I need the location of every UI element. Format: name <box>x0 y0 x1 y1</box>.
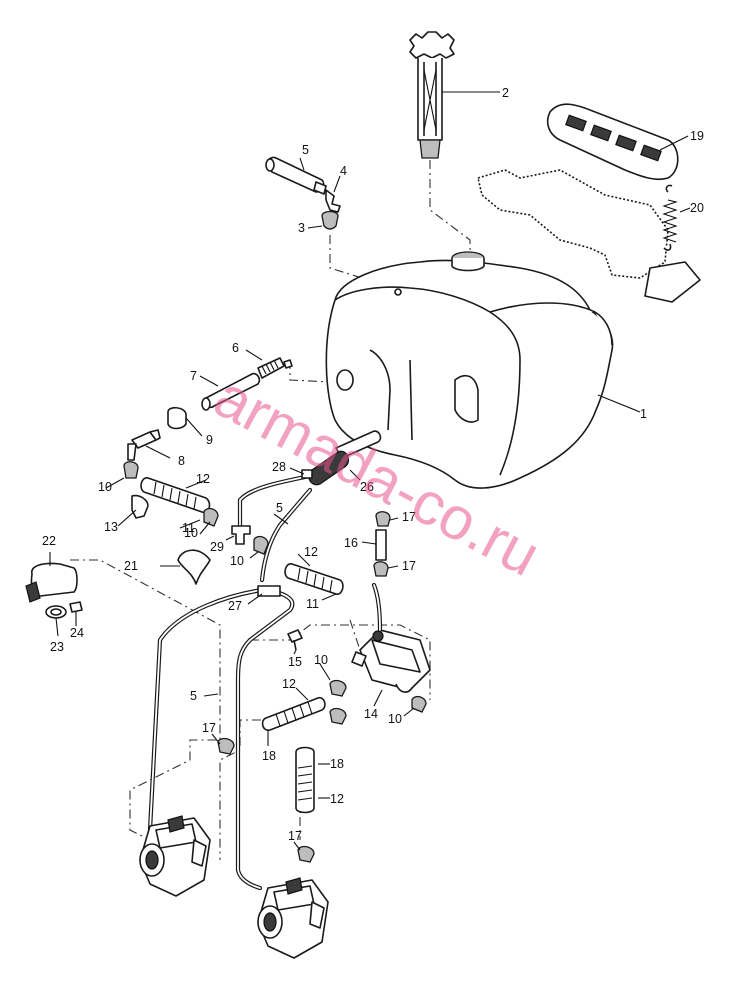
callout-14: 14 <box>364 707 378 721</box>
callout-12-b: 12 <box>304 545 318 559</box>
callout-10-d: 10 <box>314 653 328 667</box>
tee-fitting <box>225 525 269 559</box>
tank-outlet-parts <box>127 349 293 461</box>
callout-28: 28 <box>272 460 286 474</box>
callout-12-d: 12 <box>330 792 344 806</box>
callout-18-b: 18 <box>330 757 344 771</box>
callout-10-e: 10 <box>388 712 402 726</box>
choke-switch <box>25 552 83 637</box>
callout-3: 3 <box>298 221 305 235</box>
spring <box>662 184 691 251</box>
callout-9: 9 <box>206 433 213 447</box>
bolt <box>287 629 303 655</box>
callout-labels: 1 2 3 4 5 5 5 6 7 8 9 10 10 10 10 10 11 … <box>42 86 704 843</box>
callout-24: 24 <box>70 626 84 640</box>
fuel-filter <box>237 430 382 583</box>
fuel-hose-upper-left <box>105 461 219 535</box>
callout-20: 20 <box>690 201 704 215</box>
callout-10-c: 10 <box>230 554 244 568</box>
long-fuel-lines <box>147 585 295 891</box>
callout-27: 27 <box>228 599 242 613</box>
callout-21: 21 <box>124 559 138 573</box>
callout-17-a: 17 <box>402 510 416 524</box>
callout-10-b: 10 <box>184 526 198 540</box>
callout-13: 13 <box>104 520 118 534</box>
callout-17-d: 17 <box>288 829 302 843</box>
callout-22: 22 <box>42 534 56 548</box>
callout-26: 26 <box>360 480 374 494</box>
vent-hose-assembly <box>265 156 341 230</box>
fuel-hose-lower <box>211 663 347 863</box>
callout-18-a: 18 <box>262 749 276 763</box>
carburetor-right <box>257 877 329 959</box>
callout-8: 8 <box>178 454 185 468</box>
callout-17-c: 17 <box>202 721 216 735</box>
callout-15: 15 <box>288 655 302 669</box>
callout-11-a: 11 <box>182 521 195 535</box>
callout-5-long: 5 <box>190 689 197 703</box>
heat-shield <box>546 103 689 181</box>
fuel-level-sender <box>409 31 500 159</box>
callout-19: 19 <box>690 129 704 143</box>
callout-23: 23 <box>50 640 64 654</box>
callout-1: 1 <box>640 407 647 421</box>
callout-17-b: 17 <box>402 559 416 573</box>
callout-6: 6 <box>232 341 239 355</box>
callout-4: 4 <box>340 164 347 178</box>
callout-5-filter: 5 <box>276 501 283 515</box>
callout-2: 2 <box>502 86 509 100</box>
fuel-pump <box>351 582 431 717</box>
callout-12-a: 12 <box>196 472 210 486</box>
callout-29: 29 <box>210 540 224 554</box>
callout-5-vent: 5 <box>302 143 309 157</box>
callout-7: 7 <box>190 369 197 383</box>
inline-fitting <box>361 511 399 577</box>
fuel-tank <box>325 251 641 489</box>
callout-10-a: 10 <box>98 480 112 494</box>
carburetor-left <box>139 815 211 897</box>
callout-16: 16 <box>344 536 358 550</box>
callout-12-c: 12 <box>282 677 296 691</box>
callout-11-b: 11 <box>306 597 319 611</box>
fuel-hose-middle <box>284 553 344 601</box>
hose-clip <box>160 549 211 585</box>
tank-bracket <box>477 169 701 303</box>
